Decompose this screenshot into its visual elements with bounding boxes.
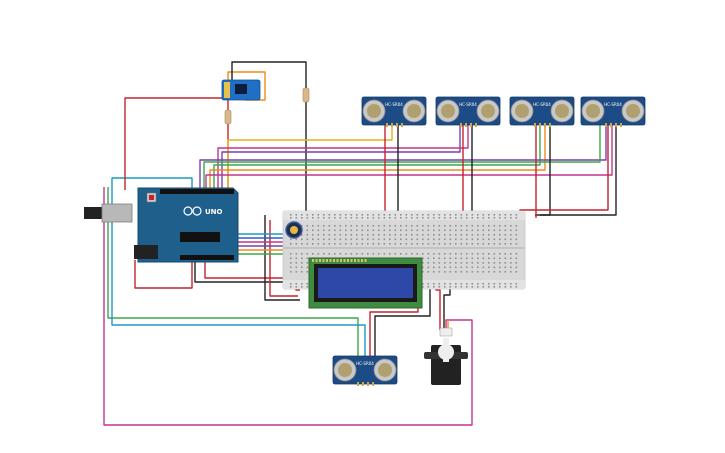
wire-black-lcd[interactable] bbox=[264, 215, 300, 301]
sensor-label: HC-SR04 bbox=[385, 102, 403, 107]
lcd-screen bbox=[318, 268, 413, 298]
wire-cyan-top[interactable] bbox=[111, 177, 193, 190]
header-digital bbox=[160, 189, 234, 194]
chip bbox=[180, 232, 220, 242]
wire-orange-s3[interactable] bbox=[209, 125, 546, 190]
wire-purple-s2a[interactable] bbox=[221, 125, 461, 190]
lcd-pins bbox=[312, 259, 367, 262]
power-jack bbox=[134, 245, 158, 259]
rtc-module[interactable] bbox=[221, 79, 261, 101]
wire-red-s4[interactable] bbox=[519, 125, 609, 218]
lcd-display[interactable] bbox=[308, 257, 423, 309]
sensor-label: HC-SR04 bbox=[356, 361, 374, 366]
wire-red-arduino[interactable] bbox=[134, 260, 193, 289]
arduino-uno[interactable]: UNO bbox=[84, 187, 239, 263]
wire-cyan-loop[interactable] bbox=[111, 183, 366, 358]
wire-black-rtc[interactable] bbox=[231, 61, 307, 215]
ultrasonic-sensor-5[interactable]: HC-SR04 bbox=[332, 355, 398, 386]
potentiometer[interactable] bbox=[285, 221, 303, 239]
wire-purple-s4[interactable] bbox=[199, 125, 607, 190]
sensor-label: HC-SR04 bbox=[604, 102, 622, 107]
breadboard-holes bbox=[290, 214, 518, 288]
servo-motor[interactable] bbox=[424, 327, 468, 385]
ultrasonic-sensor-2[interactable]: HC-SR04 bbox=[435, 96, 501, 127]
wire-magenta-s4[interactable] bbox=[205, 125, 613, 190]
wire-green-s3[interactable] bbox=[213, 125, 541, 190]
arduino-brand-text: UNO bbox=[205, 208, 223, 216]
usb-connector bbox=[101, 203, 133, 223]
resistor-1[interactable] bbox=[302, 87, 310, 103]
usb-plug bbox=[84, 207, 102, 219]
resistor-2[interactable] bbox=[224, 109, 232, 125]
ultrasonic-sensor-3[interactable]: HC-SR04 bbox=[509, 96, 575, 127]
ultrasonic-sensor-4[interactable]: HC-SR04 bbox=[580, 96, 646, 127]
wire-magenta-s2b[interactable] bbox=[217, 125, 469, 190]
wire-magenta-loop[interactable] bbox=[103, 187, 473, 426]
sensor-label: HC-SR04 bbox=[459, 102, 477, 107]
ultrasonic-sensor-1[interactable]: HC-SR04 bbox=[361, 96, 427, 127]
wire-yellow-s1[interactable] bbox=[227, 125, 393, 190]
sensor-label: HC-SR04 bbox=[533, 102, 551, 107]
header-analog bbox=[180, 255, 234, 260]
wire-black-s4[interactable] bbox=[540, 125, 617, 216]
wire-green-s4[interactable] bbox=[203, 125, 601, 190]
wire-green-loop[interactable] bbox=[107, 187, 359, 358]
